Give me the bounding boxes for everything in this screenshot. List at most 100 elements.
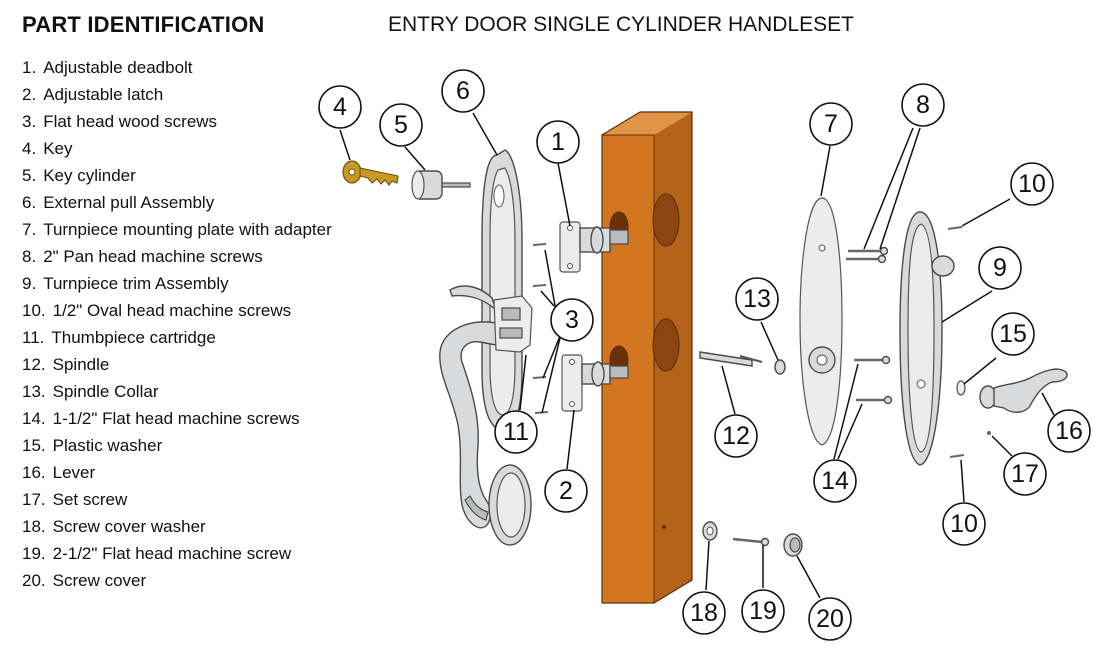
callout-2: 2 (544, 469, 588, 513)
leader-line (541, 337, 561, 414)
leader-line (566, 409, 575, 470)
leader-line (960, 459, 965, 503)
screw-head (881, 355, 891, 365)
adapter-bore (816, 354, 828, 366)
latch-bolt (591, 361, 605, 387)
part-number: 16. (22, 463, 46, 482)
key-part (342, 160, 399, 186)
part-number: 3. (22, 112, 37, 131)
leader-line (1041, 392, 1055, 416)
leader-line (760, 321, 779, 361)
callout-number: 17 (1011, 460, 1039, 488)
faceplate-screw-hole (567, 225, 573, 231)
leader-line (991, 435, 1013, 457)
part-label: External pull Assembly (43, 193, 215, 212)
list-item: 12.Spindle (22, 354, 332, 381)
part-number: 15. (22, 436, 46, 455)
leader-line (879, 127, 921, 250)
part-number: 11. (22, 328, 45, 347)
callout-6: 6 (441, 69, 485, 113)
oval-head-screw (949, 454, 965, 458)
callout-9: 9 (978, 246, 1022, 290)
callout-14: 14 (813, 459, 857, 503)
trim-escutcheon-face (907, 223, 935, 453)
pull-escutcheon-face (489, 167, 516, 416)
leader-line (472, 112, 498, 156)
callout-10-bottom: 10 (942, 502, 986, 546)
leader-line (820, 145, 831, 197)
turnpiece-knob (931, 255, 955, 277)
part-number: 18. (22, 517, 46, 536)
spindle-tip (739, 355, 763, 363)
latch-cam (609, 365, 629, 379)
part-number: 2. (22, 85, 37, 104)
callout-number: 4 (333, 93, 347, 121)
list-item: 10.1/2" Oval head machine screws (22, 300, 332, 327)
deadbolt-cam (609, 229, 629, 245)
cylinder-hole (493, 184, 505, 208)
flat-head-machine-screws (854, 355, 893, 405)
leader-line (339, 129, 351, 161)
cylinder-tailpiece (441, 182, 471, 188)
list-item: 5. Key cylinder (22, 165, 332, 192)
door-bore-hole (652, 193, 680, 247)
wood-screws (532, 243, 549, 414)
list-item: 17.Set screw (22, 489, 332, 516)
leader-line (540, 290, 555, 307)
part-number: 19. (22, 544, 46, 563)
list-item: 1.Adjustable deadbolt (22, 57, 332, 84)
callout-number: 10 (1018, 170, 1046, 198)
list-item: 14.1-1/2" Flat head machine screws (22, 408, 332, 435)
leader-line (557, 162, 571, 227)
callout-number: 6 (456, 77, 470, 105)
screw-head (877, 254, 887, 264)
part-label: 1-1/2" Flat head machine screws (52, 409, 300, 428)
part-label: Lever (52, 463, 96, 482)
pull-lower-base-face (496, 472, 526, 538)
callout-number: 5 (394, 111, 408, 139)
key-ring-hole (348, 168, 356, 176)
leader-line (961, 198, 1011, 227)
callout-number: 1 (551, 128, 565, 156)
leader-line (837, 403, 863, 460)
callout-number: 16 (1055, 417, 1083, 445)
door-outline (601, 111, 693, 604)
mounting-plate-part (799, 197, 843, 446)
door-bore-hole (652, 318, 680, 372)
callout-number: 18 (690, 599, 718, 627)
faceplate-screw-hole (567, 263, 573, 269)
part-label: Key cylinder (43, 166, 136, 185)
latch-part (561, 354, 629, 412)
part-number: 1. (22, 58, 37, 77)
pull-handle-curl (464, 495, 489, 521)
key-blade (359, 167, 399, 186)
lever-handle (993, 368, 1068, 413)
set-screw (987, 431, 991, 435)
list-item: 16. Lever (22, 462, 332, 489)
part-label: Spindle (52, 355, 110, 374)
callout-4: 4 (318, 85, 362, 129)
callout-number: 2 (559, 477, 573, 505)
part-number: 20. (22, 571, 46, 590)
thumbpiece-cartridge-part (493, 295, 533, 353)
wood-screw (532, 243, 547, 246)
leader-line (941, 290, 993, 323)
part-label: Thumbpiece cartridge (51, 328, 216, 347)
wood-screw (532, 284, 547, 287)
leader-line (863, 127, 914, 250)
leader-line (721, 365, 736, 415)
spindle-collar (774, 359, 786, 375)
door-top-face (602, 112, 692, 135)
plate-hole (818, 244, 826, 252)
parts-list: 1.Adjustable deadbolt 2.Adjustable latch… (22, 57, 332, 597)
spindle-part (699, 351, 763, 367)
list-item: 7.Turnpiece mounting plate with adapter (22, 219, 332, 246)
leader-line (796, 555, 821, 599)
washer-hole (706, 526, 714, 536)
callout-15: 15 (991, 312, 1035, 356)
list-item: 11. Thumbpiece cartridge (22, 327, 332, 354)
faceplate-screw-hole (569, 359, 575, 365)
part-number: 5. (22, 166, 37, 185)
part-label: 2-1/2" Flat head machine screw (52, 544, 292, 563)
callout-number: 3 (565, 306, 579, 334)
